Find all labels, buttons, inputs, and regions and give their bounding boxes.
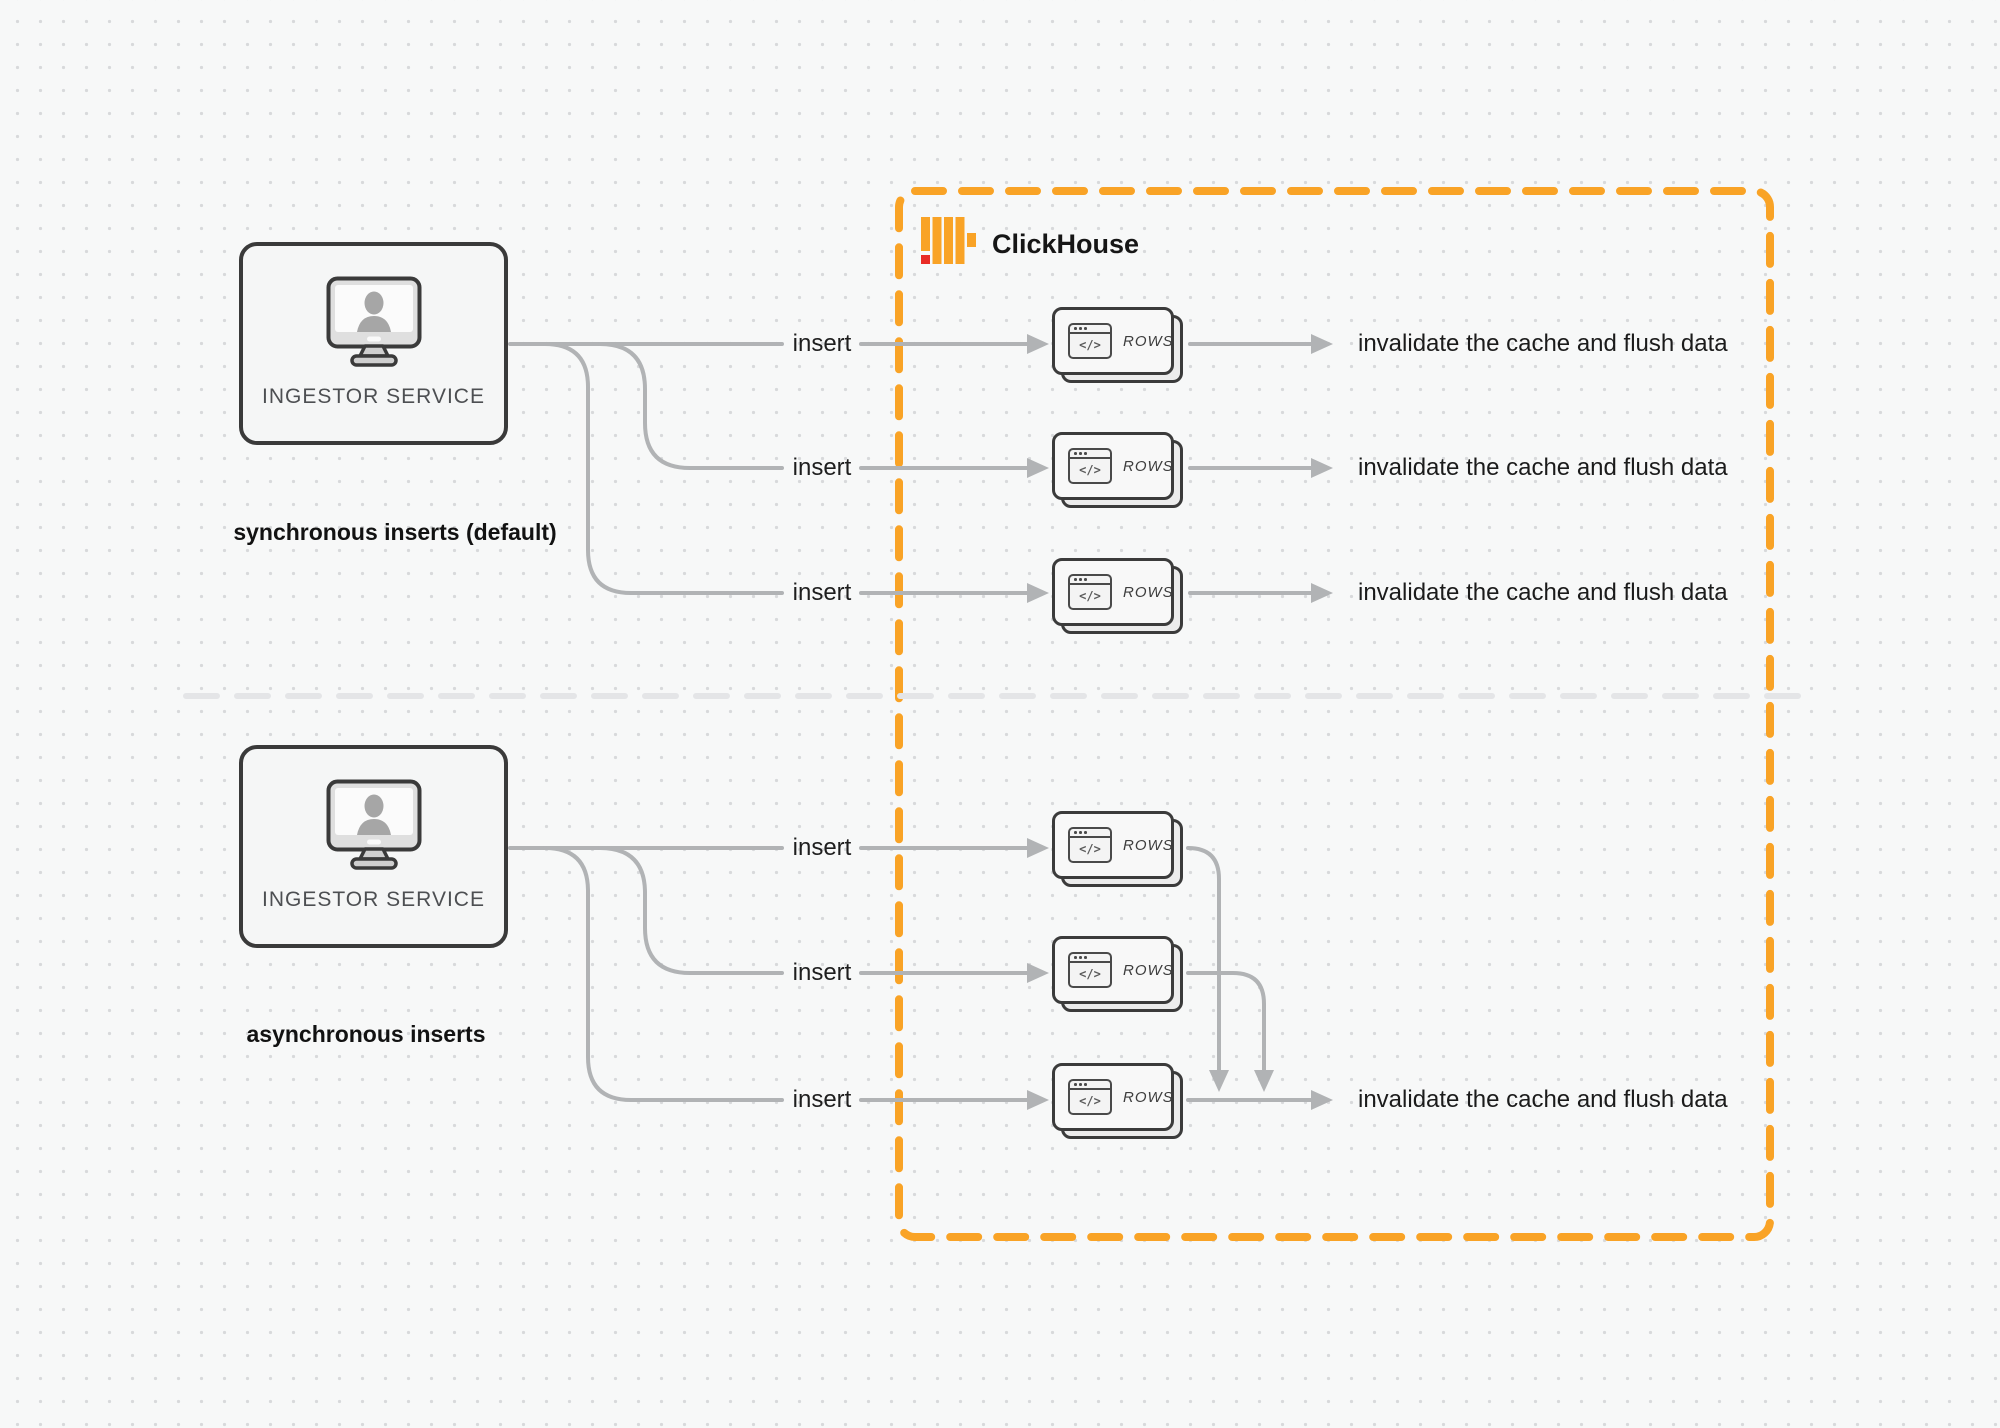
connector-group [508,334,1333,1110]
rows-label: ROWS [1123,961,1174,979]
sync-rows-card-2: </> ROWS [1052,432,1183,509]
code-window-icon: </> [1068,323,1112,359]
code-window-icon: </> [1068,827,1112,863]
rows-label: ROWS [1123,332,1174,350]
sync-insert-label-1: insert [792,330,852,357]
async-insert-label-3: insert [792,1086,852,1113]
async-branch-row2 [598,846,784,975]
monitor-user-icon [326,276,422,373]
sync-insert-label-3: insert [792,579,852,606]
sync-result-label-3: invalidate the cache and flush data [1358,579,1728,606]
sync-ingestor-service-box: INGESTOR SERVICE [239,242,508,445]
async-insert-label-2: insert [792,959,852,986]
async-insert-label-1: insert [792,834,852,861]
rows-label: ROWS [1123,1088,1174,1106]
async-rows-card-3: </> ROWS [1052,1063,1183,1140]
sync-rows-card-3: </> ROWS [1052,558,1183,635]
rows-label: ROWS [1123,583,1174,601]
async-result-label: invalidate the cache and flush data [1358,1086,1728,1113]
sync-branch-row2 [598,342,784,470]
clickhouse-dashed-border [895,187,1774,1241]
sync-section-caption: synchronous inserts (default) [233,519,557,545]
monitor-user-icon [326,779,422,876]
async-ingestor-service-box: INGESTOR SERVICE [239,745,508,948]
async-rows-card-2: </> ROWS [1052,936,1183,1013]
code-window-icon: </> [1068,574,1112,610]
async-converge-line-1 [1186,846,1229,1092]
sync-branch-row3 [543,342,784,595]
async-rows-card-1: </> ROWS [1052,811,1183,888]
sync-result-label-1: invalidate the cache and flush data [1358,330,1728,357]
async-branch-row3 [543,846,784,1102]
rows-label: ROWS [1123,836,1174,854]
clickhouse-wordmark: ClickHouse [992,229,1140,259]
async-converge-line-2 [1186,971,1274,1092]
code-window-icon: </> [1068,952,1112,988]
clickhouse-logo-icon [920,216,980,266]
sync-rows-card-1: </> ROWS [1052,307,1183,384]
rows-label: ROWS [1123,457,1174,475]
async-section-caption: asynchronous inserts [246,1021,486,1047]
code-window-icon: </> [1068,448,1112,484]
sync-result-label-2: invalidate the cache and flush data [1358,454,1728,481]
code-window-icon: </> [1068,1079,1112,1115]
ingestor-service-label: INGESTOR SERVICE [262,888,485,911]
sync-insert-label-2: insert [792,454,852,481]
ingestor-service-label: INGESTOR SERVICE [262,385,485,408]
